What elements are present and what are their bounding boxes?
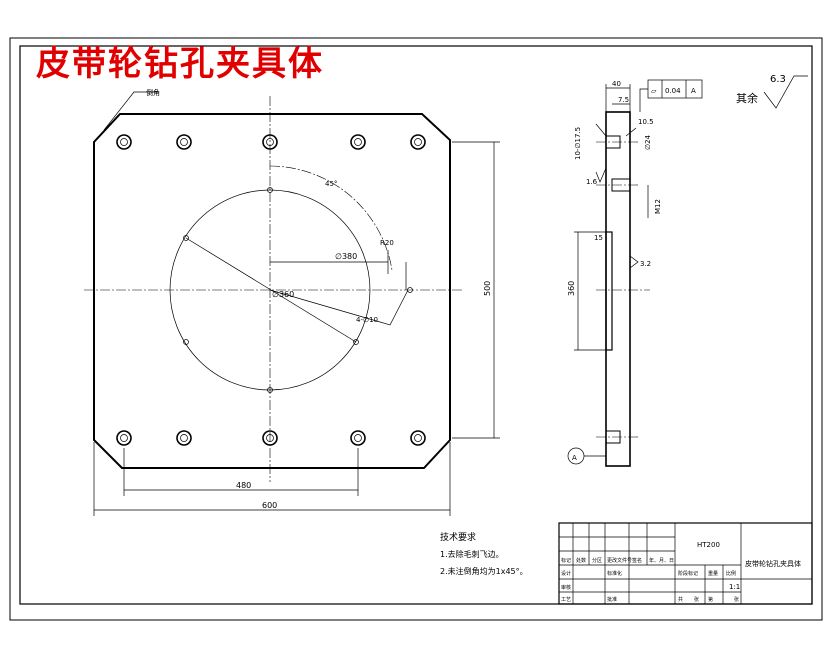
svg-text:设计: 设计 <box>561 570 571 577</box>
radius-dim: ∅380 <box>335 252 357 261</box>
roughness-symbol <box>763 75 808 109</box>
pcd-hole <box>267 187 273 193</box>
thread-spec: M12 <box>654 199 662 214</box>
side-section <box>605 111 631 467</box>
technical-notes: 技术要求 1.去除毛刺飞边。 2.未注倒角均为1x45°。 <box>440 531 528 576</box>
roughness-mark-b <box>629 255 639 269</box>
bolt-span-dim: 480 <box>236 481 251 490</box>
datum-label: A <box>572 454 577 462</box>
plate-outline <box>93 113 451 469</box>
side-view: 40 7.5 ⏥ 0.04 A 其余 6.3 10-∅17.5 ∅24 10.5… <box>567 74 808 467</box>
roughness-b: 3.2 <box>640 260 651 268</box>
bolt-holes-top <box>116 134 426 150</box>
angle-dim: 45° <box>325 180 337 188</box>
roughness-a: 1.6 <box>586 178 598 186</box>
inner-circle <box>169 189 371 391</box>
small-dim-1: 15 <box>594 234 603 242</box>
svg-text:第: 第 <box>708 596 713 603</box>
notes-line-2: 2.未注倒角均为1x45°。 <box>440 566 528 576</box>
counterbore-depth: 10.5 <box>638 118 654 126</box>
svg-text:阶段标记: 阶段标记 <box>678 570 698 577</box>
inner-diameter-dim: ∅360 <box>272 290 294 299</box>
chamfer-leader <box>103 91 158 131</box>
notes-line-1: 1.去除毛刺飞边。 <box>440 549 504 559</box>
pcd-hole <box>183 235 189 241</box>
hole-leader <box>269 289 381 323</box>
svg-text:标准化: 标准化 <box>607 570 622 577</box>
pcd-hole <box>267 387 273 393</box>
svg-text:分区: 分区 <box>592 557 602 564</box>
side-top-dim2: 7.5 <box>618 96 629 104</box>
width-dim: 600 <box>262 501 277 510</box>
front-view: 倒角 45° ∅380 R20 ∅360 4-∅10 <box>84 88 500 516</box>
chamfer-label: 倒角 <box>146 88 160 97</box>
svg-text:年、月、日: 年、月、日 <box>649 557 674 564</box>
side-top-dim: 40 <box>612 80 621 88</box>
svg-text:重量: 重量 <box>708 570 718 577</box>
flatness-symbol: ⏥ <box>651 87 657 95</box>
drawing-title: 皮带轮钻孔夹具体 <box>36 44 324 84</box>
material-cell: HT200 <box>697 541 720 549</box>
roughness-rest-label: 其余 <box>736 91 758 105</box>
pcd-hole <box>353 339 359 345</box>
scale-cell: 1:1 <box>729 583 740 591</box>
pcd-holes <box>183 187 413 393</box>
roughness-mark-a <box>595 167 607 183</box>
title-block: HT200 皮带轮钻孔夹具体 1:1 标记 处数 分区 更改文件号 签名 年、月… <box>558 522 813 605</box>
bolt-holes-bottom <box>116 430 426 446</box>
pcd-hole <box>407 287 413 293</box>
svg-text:处数: 处数 <box>576 557 586 564</box>
svg-text:标记: 标记 <box>561 557 571 564</box>
side-recess <box>605 231 613 351</box>
svg-text:审核: 审核 <box>561 584 571 591</box>
svg-text:工艺: 工艺 <box>561 597 571 603</box>
outer-frame <box>9 37 823 621</box>
recess-dim: 360 <box>567 281 576 296</box>
pcd-hole <box>183 339 189 345</box>
hole-spec-dim: 4-∅10 <box>356 316 378 324</box>
notes-heading: 技术要求 <box>440 531 476 543</box>
svg-text:更改文件号: 更改文件号 <box>607 557 632 564</box>
roughness-value: 6.3 <box>770 74 786 85</box>
tolerance-value: 0.04 <box>665 87 681 95</box>
counterbore-spec: 10-∅17.5 <box>574 127 582 160</box>
tolerance-datum: A <box>691 87 696 95</box>
svg-text:批准: 批准 <box>607 596 617 603</box>
height-dim: 500 <box>483 281 492 296</box>
svg-text:共: 共 <box>678 596 683 603</box>
inner-frame <box>19 45 813 605</box>
hole-radius-dim: R20 <box>380 239 394 247</box>
svg-text:比例: 比例 <box>726 570 736 577</box>
counterbore-dia: ∅24 <box>644 134 652 150</box>
hole-leader-tail <box>379 289 409 326</box>
drawing-name-cell: 皮带轮钻孔夹具体 <box>745 559 801 568</box>
tolerance-leader <box>639 88 648 112</box>
svg-text:张: 张 <box>694 596 699 603</box>
pitch-arc <box>269 165 393 271</box>
svg-text:张: 张 <box>734 596 739 603</box>
svg-text:签名: 签名 <box>632 557 642 564</box>
